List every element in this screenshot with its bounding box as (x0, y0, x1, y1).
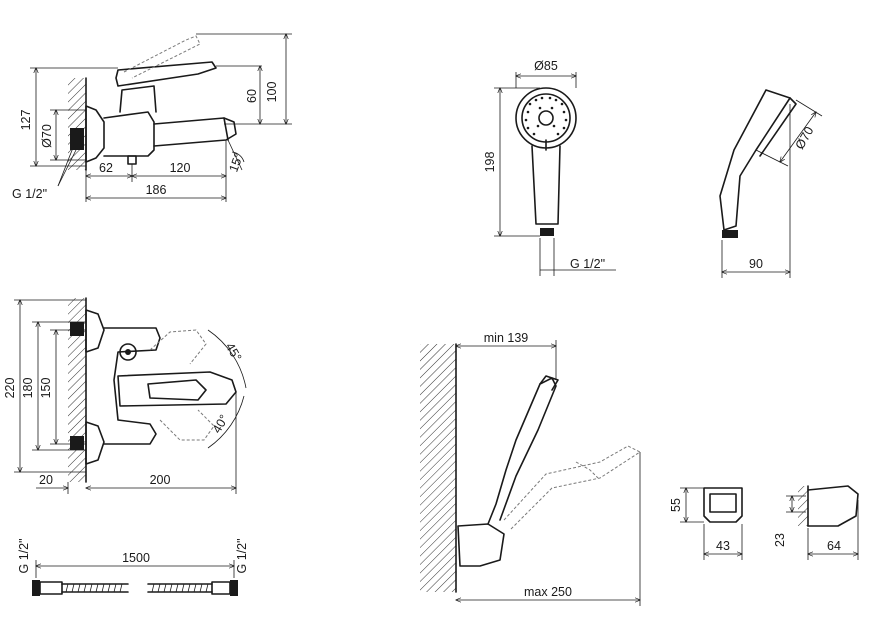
dim-127: 127 (19, 110, 33, 131)
dim-62: 62 (99, 161, 113, 175)
dim-60: 60 (245, 89, 259, 103)
handle-thread (722, 230, 738, 238)
dim-180: 180 (21, 378, 35, 399)
dim-220: 220 (3, 378, 17, 399)
dim-64: 64 (827, 539, 841, 553)
dim-198: 198 (483, 152, 497, 173)
dim-120: 120 (170, 161, 191, 175)
holder-side-view: 23 64 (773, 485, 859, 560)
dim-angle-15: 15° (226, 151, 246, 174)
dim-diameter-70: Ø70 (40, 124, 54, 148)
dim-20: 20 (39, 473, 53, 487)
wall-hatch (68, 78, 86, 170)
holder-front-view: 55 43 (669, 487, 743, 560)
wall-hatch (798, 486, 808, 526)
mixer-side-view: 100 60 127 Ø70 62 120 15° 186 G 1/2" (12, 34, 292, 202)
hose-ribs (65, 583, 209, 593)
mixer-top-view: 220 180 150 45° 40° 20 200 (3, 297, 247, 494)
dim-43: 43 (716, 539, 730, 553)
dim-1500: 1500 (122, 551, 150, 565)
dim-diameter-85: Ø85 (534, 59, 558, 73)
thread-label: G 1/2" (570, 257, 605, 271)
eccentric-thread (70, 128, 84, 150)
installed-shower-view: min 139 max 250 (420, 331, 642, 606)
dim-23: 23 (773, 533, 787, 547)
hand-shower-front: Ø85 198 G 1/2" (483, 59, 616, 276)
dim-diameter-70: Ø70 (793, 124, 817, 152)
wall-hatch (420, 344, 456, 592)
hand-shower-side: Ø70 90 (719, 89, 823, 278)
thread-label-right: G 1/2" (235, 538, 249, 573)
dim-200: 200 (150, 473, 171, 487)
dim-min-139: min 139 (484, 331, 529, 345)
thread-label-left: G 1/2" (17, 538, 31, 573)
spray-nozzles (524, 96, 568, 136)
shower-hose: G 1/2" 1500 G 1/2" (17, 538, 249, 596)
dim-186: 186 (146, 183, 167, 197)
thread-label: G 1/2" (12, 187, 47, 201)
dim-55: 55 (669, 498, 683, 512)
dim-max-250: max 250 (524, 585, 572, 599)
dim-angle-40: 40° (210, 412, 232, 435)
dim-90: 90 (749, 257, 763, 271)
dim-150: 150 (39, 378, 53, 399)
dim-100: 100 (265, 82, 279, 103)
dim-angle-45: 45° (223, 340, 245, 363)
handle-thread (540, 228, 554, 236)
